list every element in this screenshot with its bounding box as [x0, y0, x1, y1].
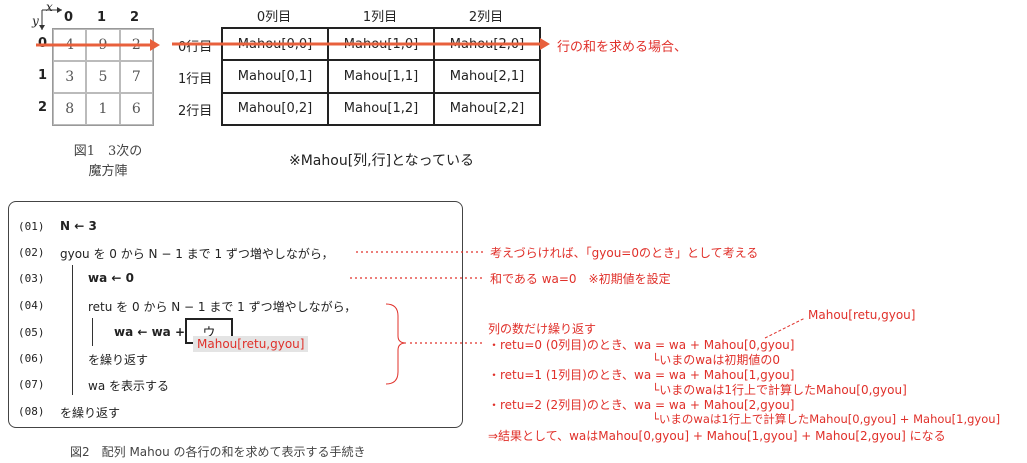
fig1-row-header: 2 [38, 100, 48, 115]
annotation-retu1: ・retu=1 (1列目)のとき、wa = wa + Mahou[1,gyou] [488, 368, 795, 382]
fig1-caption-line: 魔方陣 [88, 164, 128, 179]
table-cell: Mahou[2,1] [434, 60, 540, 93]
annotation-retu2-note: └いまのwaは1行上で計算したMahou[0,gyou] + Mahou[1,g… [652, 412, 1001, 426]
brace [385, 303, 407, 385]
table-cell: Mahou[0,2] [222, 92, 328, 125]
table-cell: Mahou[1,2] [328, 92, 434, 125]
annotation-retu0-note: └いまのwaは初期値の0 [652, 353, 781, 367]
magic-square-cell: 5 [86, 61, 120, 93]
magic-square-cell: 3 [53, 61, 87, 93]
annotation-03: 和である wa=0 ※初期値を設定 [490, 272, 671, 286]
procedure-line: N ← 3 [60, 219, 97, 233]
fig1-col-header: 2 [130, 10, 140, 25]
annotation-loop-title: 列の数だけ繰り返す [488, 322, 597, 336]
axis-y-label: y [32, 14, 39, 28]
fig1-col-header: 1 [97, 10, 107, 25]
procedure-line: wa ← 0 [88, 271, 134, 285]
leader-mahou-ref [764, 317, 806, 339]
line-number: (02) [18, 246, 45, 259]
line-number: (04) [18, 299, 45, 312]
table-col-header: 1列目 [362, 10, 398, 25]
blank-hint: Mahou[retu,gyou] [193, 336, 309, 352]
annotation-retu1-note: └いまのwaは1行上で計算したMahou[0,gyou] [652, 383, 907, 397]
fig1-col-header: 0 [64, 10, 74, 25]
loop-bar-outer [72, 265, 73, 395]
row-arrow-right-head [540, 38, 550, 50]
line-number: (06) [18, 352, 45, 365]
axis-arrows [39, 7, 62, 30]
magic-square-cell: 7 [119, 61, 153, 93]
annotation-retu0: ・retu=0 (0列目)のとき、wa = wa + Mahou[0,gyou] [488, 338, 795, 352]
line-number: (05) [18, 326, 45, 339]
fig1-caption-line: 図1 3次の [73, 144, 143, 159]
table-cell: Mahou[2,2] [434, 92, 540, 125]
fig1-caption: 図1 3次の 魔方陣 [58, 142, 158, 182]
fig2-caption: 図2 配列 Mahou の各行の和を求めて表示する手続き [70, 445, 366, 459]
line-number: (08) [18, 405, 45, 418]
procedure-line: retu を 0 から N − 1 まで 1 ずつ増やしながら， [88, 300, 357, 314]
procedure-line: gyou を 0 から N − 1 まで 1 ずつ増やしながら， [60, 247, 334, 261]
annotation-mahou-ref: Mahou[retu,gyou] [808, 308, 916, 322]
procedure-line: を繰り返す [60, 406, 121, 420]
fig1-row-header: 1 [38, 68, 48, 83]
row-sum-label: 行の和を求める場合、 [557, 40, 688, 55]
line-number: (07) [18, 378, 45, 391]
loop-bar-inner [92, 318, 93, 346]
procedure-line: wa ← wa + [114, 325, 186, 339]
annotation-02: 考えづらければ、「gyou=0のとき」として考える [490, 246, 759, 260]
magic-square-cell: 8 [53, 93, 87, 125]
table-cell: Mahou[1,1] [328, 60, 434, 93]
line-number: (01) [18, 220, 45, 233]
axis-x-label: x [46, 0, 53, 14]
table-row-header: 2行目 [178, 104, 213, 119]
table-col-header: 0列目 [256, 10, 292, 25]
procedure-box [8, 201, 463, 428]
procedure-line: を繰り返す [88, 353, 149, 367]
table-col-header: 2列目 [468, 10, 504, 25]
annotation-retu2: ・retu=2 (2列目)のとき、wa = wa + Mahou[2,gyou] [488, 398, 795, 412]
row-arrows [36, 38, 550, 51]
procedure-line: wa を表示する [88, 379, 169, 393]
table-cell: Mahou[0,1] [222, 60, 328, 93]
table-row-header: 1行目 [178, 72, 213, 87]
magic-square-cell: 6 [119, 93, 153, 125]
line-number: (03) [18, 272, 45, 285]
annotation-result: ⇒結果として、waはMahou[0,gyou] + Mahou[1,gyou] … [488, 429, 946, 443]
magic-square-cell: 1 [86, 93, 120, 125]
row-arrow-left-head [150, 39, 160, 51]
table-note: ※Mahou[列,行]となっている [289, 153, 474, 169]
